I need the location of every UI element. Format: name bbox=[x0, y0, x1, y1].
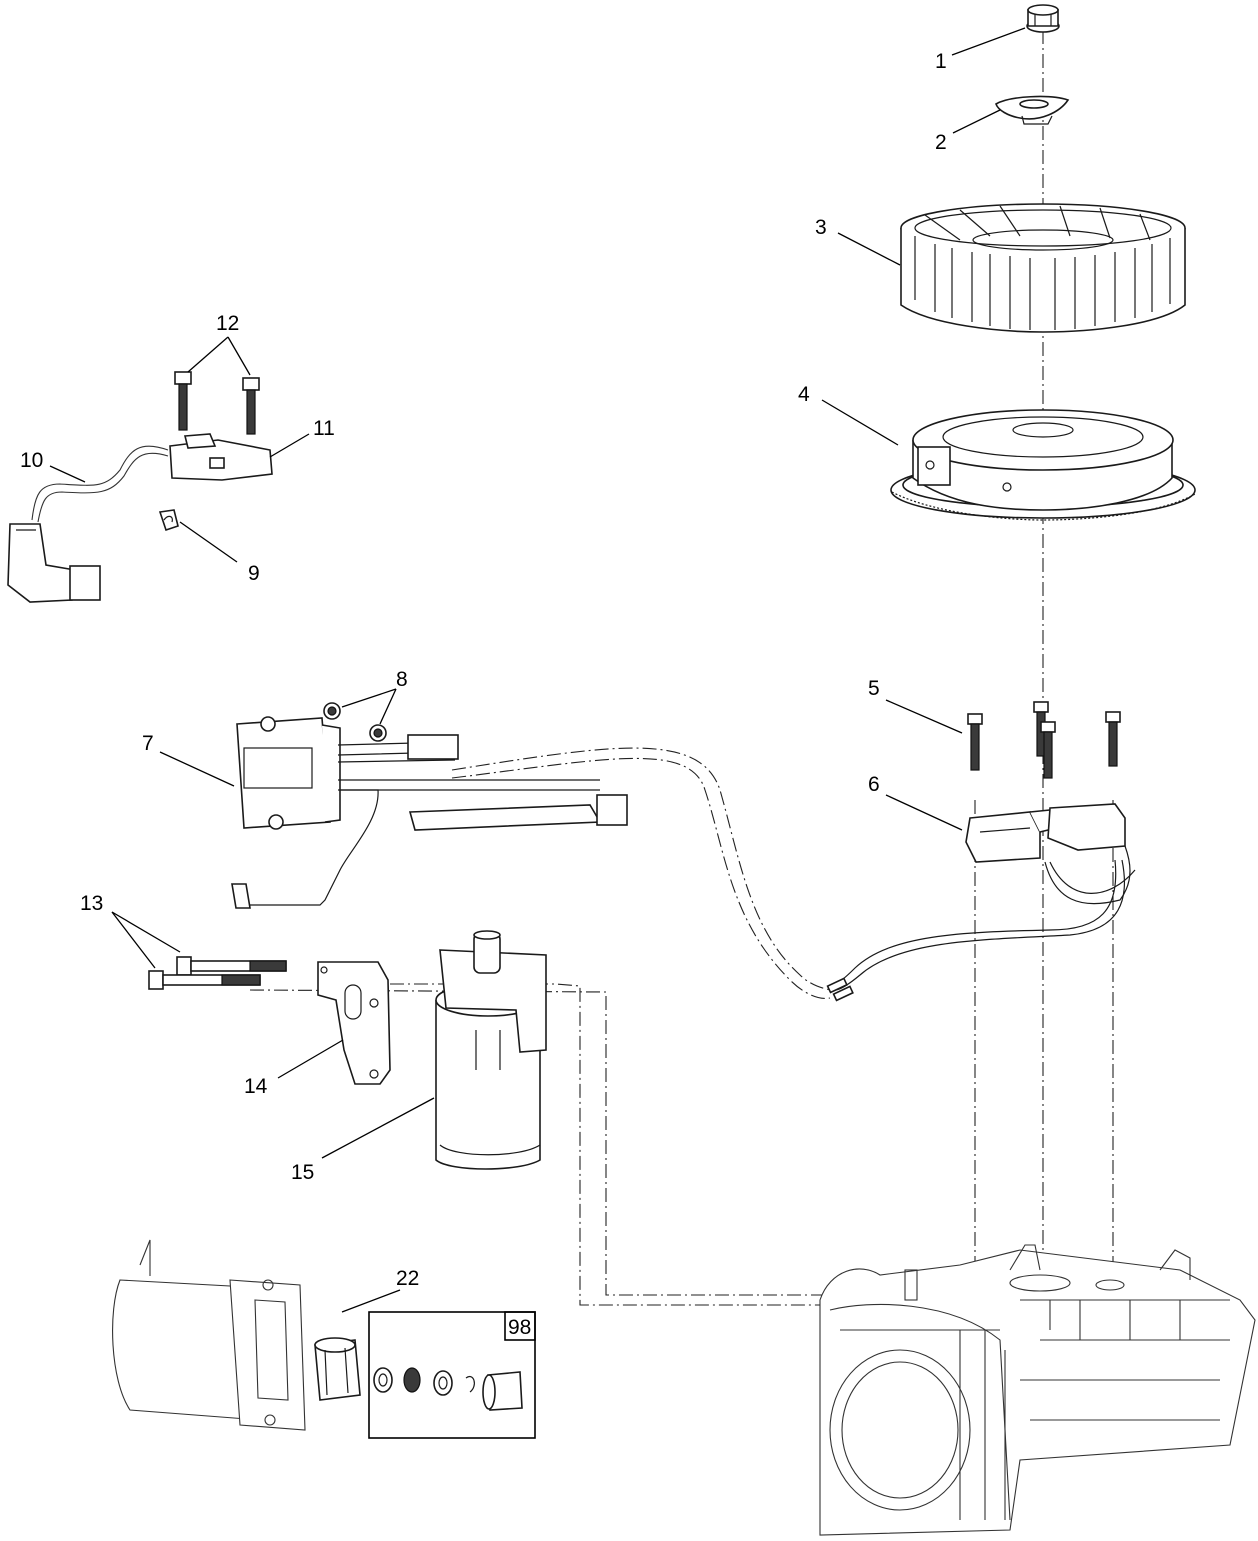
armature-screws bbox=[967, 701, 1121, 779]
alternator-armature bbox=[826, 803, 1136, 1002]
callout-9: 9 bbox=[248, 562, 260, 585]
spark-plug-lead bbox=[7, 445, 169, 603]
callout-98: 98 bbox=[508, 1316, 531, 1339]
callout-12: 12 bbox=[216, 312, 239, 335]
starter-motor bbox=[435, 930, 547, 1170]
callout-1: 1 bbox=[935, 50, 947, 73]
callout-numbers: 1 2 3 4 5 6 7 8 9 10 11 12 13 14 15 22 9… bbox=[20, 50, 947, 1339]
callout-11: 11 bbox=[313, 417, 335, 440]
wire-clip bbox=[158, 509, 179, 532]
callout-4: 4 bbox=[798, 383, 810, 406]
callout-6: 6 bbox=[868, 773, 880, 796]
ignition-coil bbox=[169, 433, 273, 481]
flywheel-washer bbox=[995, 95, 1070, 125]
regulator-screws bbox=[323, 702, 387, 742]
callout-13: 13 bbox=[80, 892, 103, 915]
callout-10: 10 bbox=[20, 449, 43, 472]
callout-2: 2 bbox=[935, 131, 947, 154]
flywheel-fan bbox=[900, 203, 1186, 333]
callout-22: 22 bbox=[396, 1267, 419, 1290]
callout-5: 5 bbox=[868, 677, 880, 700]
regulator-rectifier bbox=[231, 716, 628, 909]
assembly-centerlines bbox=[249, 30, 1114, 1306]
callout-7: 7 bbox=[142, 732, 154, 755]
engine-block-reference bbox=[819, 1244, 1256, 1536]
callout-3: 3 bbox=[815, 216, 827, 239]
starter-bolts bbox=[148, 956, 287, 990]
callout-15: 15 bbox=[291, 1161, 314, 1184]
callout-8: 8 bbox=[396, 668, 408, 691]
starter-reference-view bbox=[112, 1239, 306, 1431]
flywheel bbox=[890, 409, 1196, 521]
starter-bracket bbox=[317, 961, 391, 1085]
callout-14: 14 bbox=[244, 1075, 268, 1098]
callout-leaders bbox=[49, 27, 1026, 1313]
coil-bolts bbox=[174, 371, 260, 435]
starter-drive-pinion bbox=[314, 1337, 361, 1401]
starter-drive-kit bbox=[368, 1311, 536, 1439]
flywheel-nut bbox=[1026, 4, 1060, 33]
